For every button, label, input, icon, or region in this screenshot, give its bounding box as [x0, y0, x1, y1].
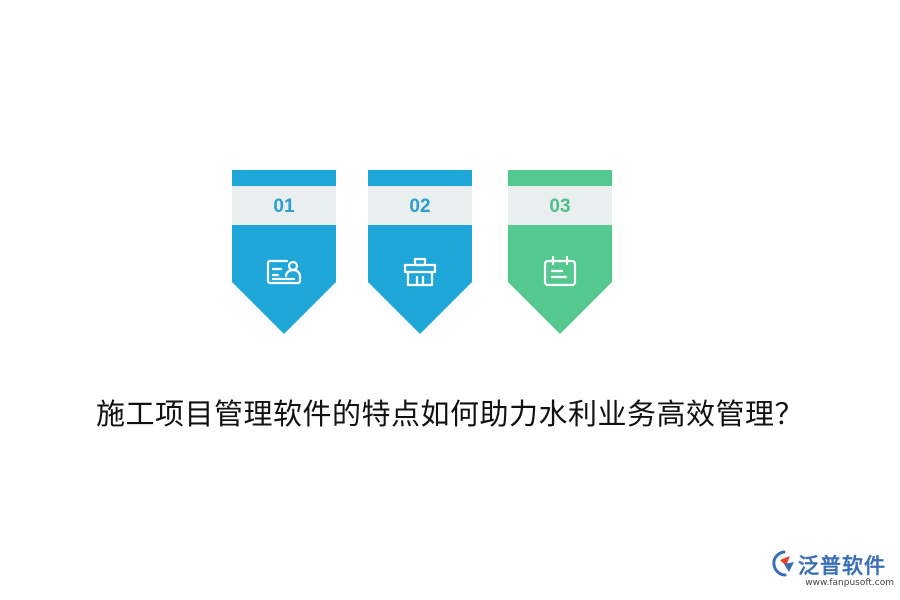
calendar-icon	[543, 255, 577, 287]
step-banner-03: 03	[508, 170, 612, 334]
logo-url-text: www.fanpusoft.com	[805, 578, 894, 588]
logo-brand-text: 泛普软件	[798, 554, 886, 578]
id-card-icon	[266, 259, 302, 285]
step-number: 03	[549, 196, 571, 217]
banner-shape	[508, 170, 612, 334]
box-icon	[403, 257, 437, 287]
brand-logo: 泛普软件 www.fanpusoft.com	[766, 548, 894, 594]
step-number: 02	[409, 196, 431, 217]
page-title: 施工项目管理软件的特点如何助力水利业务高效管理？	[95, 397, 804, 431]
step-number: 01	[273, 196, 295, 217]
banner-shape	[232, 170, 336, 334]
banner-shape	[368, 170, 472, 334]
step-banner-02: 02	[368, 170, 472, 334]
step-banner-01: 01	[232, 170, 336, 334]
logo-mark-icon	[772, 550, 794, 577]
